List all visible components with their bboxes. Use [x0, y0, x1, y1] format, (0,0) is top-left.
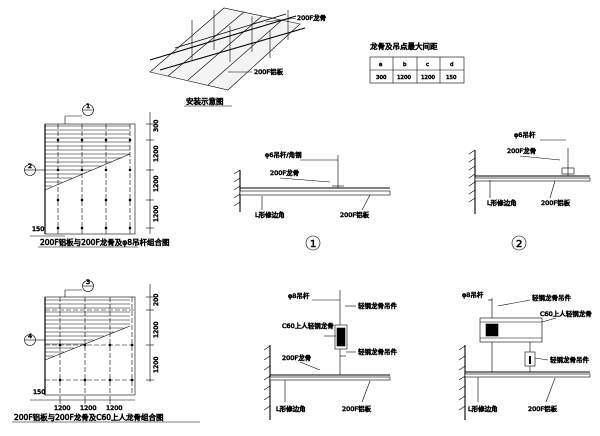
sec2-panel-label: 200F铝板	[541, 198, 571, 207]
spacing-table: 龙骨及吊点最大间距 a b c d 300 1200 1200 150	[369, 41, 465, 84]
sec3-keel-label: 200F龙骨	[282, 353, 311, 362]
plan1-callout-left: 2	[28, 162, 32, 170]
sec4-rod-label: φ8吊杆	[462, 290, 484, 299]
sec4-hanger-label: 轻钢龙骨吊件	[532, 293, 572, 302]
plan2-dim-bottom-2: 1200	[54, 404, 71, 412]
table-header-a: a	[379, 62, 382, 68]
sec2-edge-label: L形修边角	[487, 198, 517, 207]
spacing-table-title: 龙骨及吊点最大间距	[370, 41, 438, 51]
table-header-d: d	[450, 62, 454, 68]
plan2-caption: 200F铝板与200F龙骨及C60上人龙骨组合图	[14, 412, 164, 422]
iso-panel-label: 200F铝板	[254, 67, 284, 76]
sec1-edge-label: L形修边角	[255, 210, 285, 219]
plan1-caption: 200F铝板与200F龙骨及φ8吊杆组合图	[40, 237, 169, 247]
section-detail-4: φ8吊杆 轻钢龙骨吊件 C60上人轻钢龙骨 轻钢龙骨吊件 L形修边角 200F铝…	[458, 290, 592, 420]
plan2-dim-right-2: 1200	[152, 321, 160, 338]
plan2-callout-left: 4	[28, 332, 32, 340]
plan2-dim-bottom-3: 1200	[80, 404, 97, 412]
table-value-c: 1200	[421, 75, 435, 81]
sec2-keel-label: 200F龙骨	[507, 146, 536, 155]
iso-installation-view: 200F龙骨 200F铝板 安装示意图	[149, 7, 326, 107]
table-value-b: 1200	[397, 75, 411, 81]
sec3-edge-label: L形修边角	[276, 404, 306, 413]
plan2-dim-bottom-4: 1200	[106, 404, 123, 412]
iso-keel-label: 200F龙骨	[297, 13, 326, 22]
table-value-d: 150	[446, 75, 457, 81]
sec3-hanger2-label: 轻钢龙骨吊件	[358, 347, 398, 356]
sec4-c60-label: C60上人轻钢龙骨	[540, 309, 592, 318]
sec2-number: 2	[516, 239, 522, 250]
plan-view-2: 3 4 200 1200 1200 150 1200 1200 1200 200…	[12, 278, 200, 423]
plan2-dim-right-3: 1200	[152, 356, 160, 373]
sec3-hanger-label: 轻钢龙骨吊件	[358, 301, 398, 310]
table-header-b: b	[403, 62, 407, 68]
plan1-dim-right-4: 1200	[152, 205, 160, 222]
plan2-callout-top: 3	[86, 278, 90, 286]
plan1-callout-top: 1	[86, 102, 90, 110]
sec4-edge-label: L形修边角	[468, 404, 498, 413]
plan-view-1: 1 2 300 1200 1200 1200 150 200F铝板与200F龙骨…	[24, 102, 170, 248]
plan1-dim-right-1: 300	[152, 120, 160, 132]
sec1-keel-label: 200F龙骨	[270, 168, 299, 177]
sec4-hanger2-label: 轻钢龙骨吊件	[550, 355, 590, 364]
plan2-dim-bottom-1: 150	[33, 388, 45, 396]
sec3-panel-label: 200F铝板	[342, 404, 372, 413]
sec1-rod-label: φ6吊杆/角钢	[265, 150, 302, 159]
sec2-rod-label: φ6吊杆	[514, 130, 536, 139]
sec1-number: 1	[310, 239, 316, 250]
section-detail-3: φ8吊杆 轻钢龙骨吊件 C60上人轻钢龙骨 轻钢龙骨吊件 200F龙骨 L形修边…	[263, 290, 398, 420]
sec1-panel-label: 200F铝板	[340, 210, 370, 219]
section-detail-1: φ6吊杆/角钢 200F龙骨 L形修边角 200F铝板 1	[233, 150, 391, 251]
plan2-dim-right-1: 200	[152, 294, 160, 306]
section-detail-2: φ6吊杆 200F龙骨 L形修边角 200F铝板 2	[468, 130, 591, 251]
table-header-c: c	[426, 62, 429, 68]
iso-caption: 安装示意图	[186, 96, 224, 106]
plan1-dim-right-3: 1200	[152, 175, 160, 192]
sec3-c60-label: C60上人轻钢龙骨	[282, 321, 334, 330]
sec3-rod-label: φ8吊杆	[288, 291, 310, 300]
sec4-panel-label: 200F铝板	[528, 404, 558, 413]
plan1-dim-bottom: 150	[32, 225, 44, 233]
table-value-a: 300	[376, 75, 387, 81]
plan1-dim-right-2: 1200	[152, 145, 160, 162]
